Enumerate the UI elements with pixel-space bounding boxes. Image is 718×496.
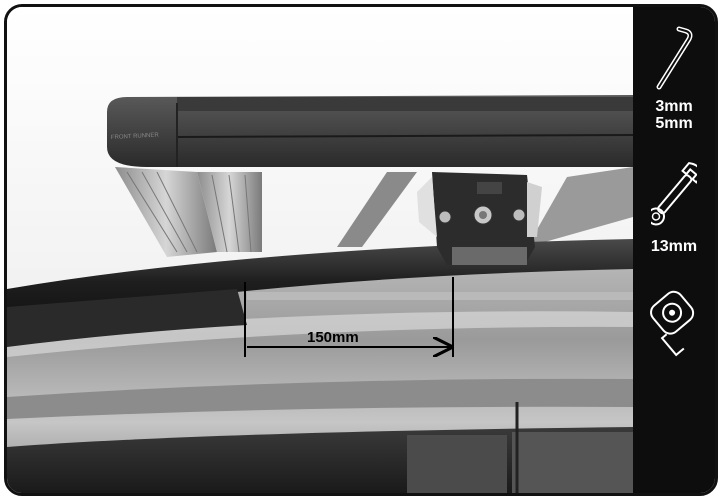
brand-engraving: FRONT RUNNER — [111, 132, 160, 141]
wrench-icon — [647, 162, 704, 226]
roof-rack-photo: FRONT RUNNER — [7, 7, 633, 493]
hex-key-size-2: 5mm — [655, 115, 693, 132]
tool-wrench: 13mm — [633, 157, 715, 255]
tool-tape-measure — [633, 285, 715, 364]
instruction-frame: FRONT RUNNER — [4, 4, 718, 496]
tools-sidebar: 3mm 5mm 13mm — [633, 7, 715, 493]
measurement-label: 150mm — [307, 329, 359, 346]
measurement-indicator — [244, 277, 454, 357]
wrench-size: 13mm — [650, 238, 698, 255]
tool-hex-key: 3mm 5mm — [633, 25, 715, 132]
tape-measure-icon — [650, 290, 695, 357]
hex-key-icon — [656, 26, 693, 90]
hex-key-size-1: 3mm — [655, 98, 693, 115]
